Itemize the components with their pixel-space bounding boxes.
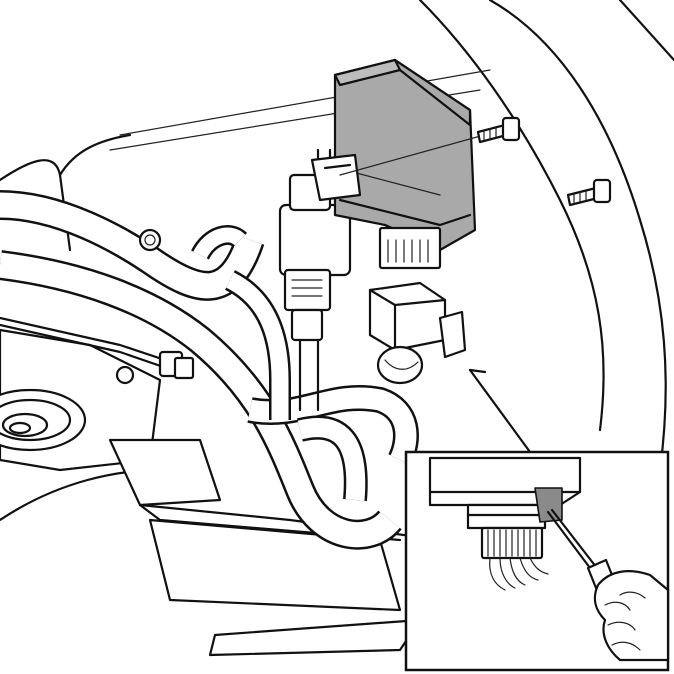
- hoses: [0, 190, 419, 550]
- inset-detail: [404, 450, 670, 672]
- fender-panel: [0, 0, 674, 472]
- bolt-lower: [566, 178, 612, 207]
- callout-pointer: [468, 368, 532, 454]
- brake-line: [0, 316, 195, 380]
- module-connector: [368, 281, 467, 385]
- bolt-upper: [476, 116, 521, 144]
- control-module: [310, 58, 496, 270]
- mount-bolt-left: [138, 228, 162, 252]
- strut-mount: [0, 328, 222, 507]
